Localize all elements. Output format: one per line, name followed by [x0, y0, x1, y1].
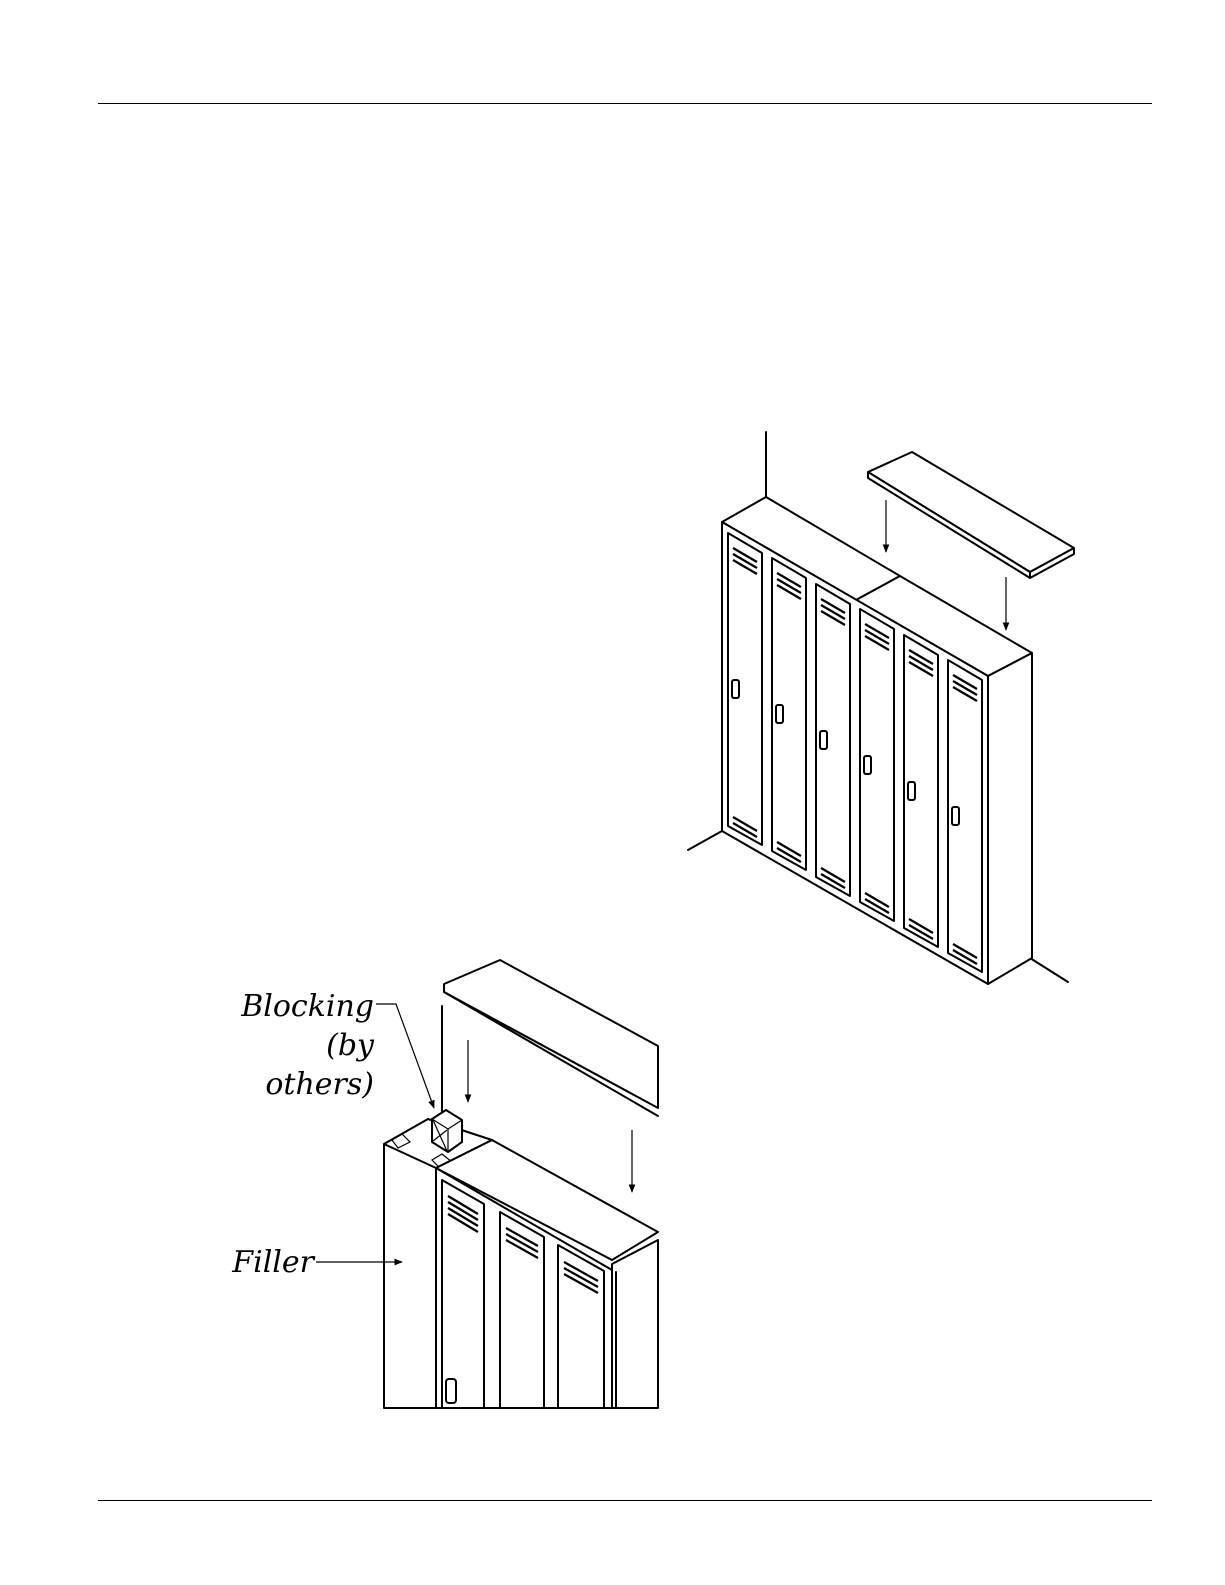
- locker-end-panel: [988, 653, 1032, 984]
- filler-detail-view: Blocking (by others) Filler: [231, 960, 658, 1408]
- blocking-leader: [376, 1004, 434, 1108]
- blocking-label: Blocking: [240, 989, 374, 1024]
- filler-panel: [384, 1132, 436, 1408]
- floor-line-left: [688, 831, 722, 850]
- floor-line-right: [1030, 958, 1068, 982]
- locker-assembly-view: [688, 432, 1074, 984]
- blocking-block: [432, 1110, 462, 1152]
- sloped-top-panel-floating: [868, 452, 1074, 578]
- blocking-label-line2: (by: [326, 1028, 375, 1063]
- filler-label: Filler: [231, 1245, 315, 1280]
- sloped-top-panel-detail: [444, 960, 658, 1116]
- blocking-label-line3: others): [265, 1067, 374, 1102]
